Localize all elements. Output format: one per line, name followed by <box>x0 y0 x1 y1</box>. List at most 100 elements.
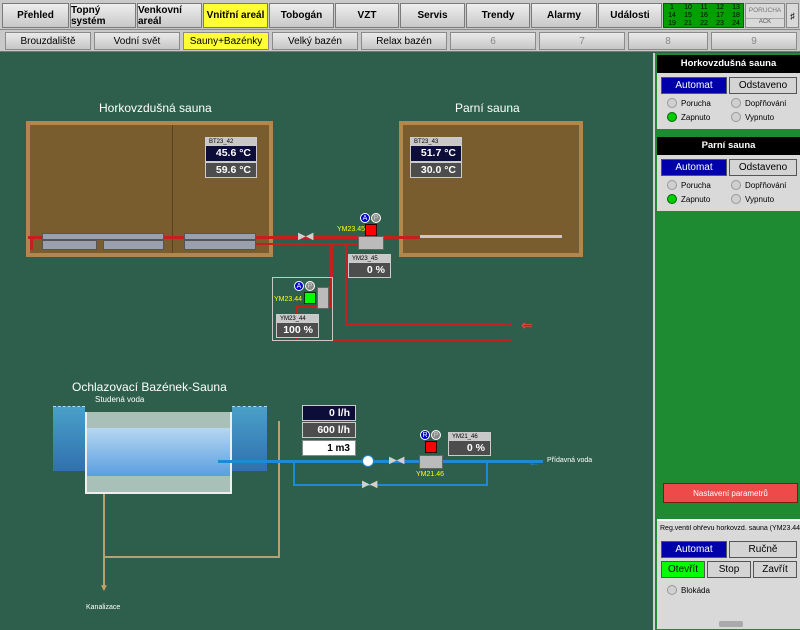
nav-udalosti[interactable]: Události <box>598 3 662 28</box>
nav-vzt[interactable]: VZT <box>335 3 399 28</box>
steam-vypnuto-label: Vypnuto <box>745 195 775 204</box>
scroll-handle[interactable] <box>719 621 743 627</box>
hot-vypnuto-label: Vypnuto <box>745 113 775 122</box>
pipe <box>293 484 487 486</box>
manual-indicator: P <box>305 281 315 291</box>
valve-close-button[interactable]: Zavřít <box>753 561 797 578</box>
alarm-num: 24 <box>732 20 740 27</box>
subnav-relax-bazen[interactable]: Relax bazén <box>361 32 447 50</box>
alarm-num: 1 <box>670 4 674 11</box>
steam-odstaveno-button[interactable]: Odstaveno <box>729 159 797 176</box>
heater-bar <box>184 240 256 250</box>
nav-prehled[interactable]: Přehled <box>2 3 69 28</box>
ack-label: ACK <box>746 18 784 25</box>
top-navigation: Přehled Topný systém Venkovní areál Vnit… <box>0 0 800 30</box>
pipe <box>256 236 420 239</box>
water-meter-icon <box>362 455 374 467</box>
add-water-label: Přídavná voda <box>547 457 593 464</box>
drain-label: Kanalizace <box>86 604 121 611</box>
bt23-42-setpoint[interactable]: 59.6 °C <box>205 162 257 178</box>
pool-title: Ochlazovací Bazének-Sauna <box>72 380 227 394</box>
ym21-46-name: YM21.46 <box>416 471 445 478</box>
nav-alarmy[interactable]: Alarmy <box>531 3 597 28</box>
nav-topny-system[interactable]: Topný systém <box>70 3 136 28</box>
pipe <box>296 306 333 308</box>
ym23-45-value: 0 % <box>348 262 391 278</box>
subnav-9[interactable]: 9 <box>711 32 797 50</box>
blokada-lamp <box>667 585 677 595</box>
steam-sauna-title: Parní sauna <box>455 101 520 115</box>
nav-vnitrni-areal[interactable]: Vnitřní areál <box>203 3 268 28</box>
add-water-arrow-icon: ← <box>528 455 540 469</box>
subnav-velky-bazen[interactable]: Velký bazén <box>272 32 358 50</box>
valve-stop-button[interactable]: Stop <box>707 561 751 578</box>
hot-odstaveno-button[interactable]: Odstaveno <box>729 77 797 94</box>
subnav-vodni-svet[interactable]: Vodní svět <box>94 32 180 50</box>
hot-doplnovani-label: Dopřňování <box>745 99 787 108</box>
alarm-num: 10 <box>684 4 692 11</box>
nav-venkovni-areal[interactable]: Venkovní areál <box>137 3 202 28</box>
manual-indicator: P <box>371 213 381 223</box>
nav-tobogan[interactable]: Tobogán <box>269 3 334 28</box>
hand-valve[interactable]: ▶◀ <box>298 231 314 242</box>
ym23-45-actuator[interactable] <box>365 224 377 236</box>
alarm-num: 11 <box>700 4 708 11</box>
valve-rucne-button[interactable]: Ručně <box>729 541 797 558</box>
porucha-label: PORUCHA <box>748 7 782 14</box>
alarm-num: 15 <box>684 12 692 19</box>
auto-indicator: A <box>360 213 370 223</box>
alarm-num: 21 <box>684 20 692 27</box>
remote-indicator: R <box>420 430 430 440</box>
subnav-sauny-bazenky[interactable]: Sauny+Bazénky <box>183 32 269 50</box>
inflow-arrow-icon: ⇐ <box>521 317 533 333</box>
hand-valve[interactable]: ▶◀ <box>362 479 378 490</box>
heater-bar <box>42 240 97 250</box>
ym23-44-value: 100 % <box>276 322 319 338</box>
steam-automat-button[interactable]: Automat <box>661 159 727 176</box>
alarm-num: 12 <box>716 4 724 11</box>
hot-sauna-panel-title: Horkovzdušná sauna <box>657 55 800 73</box>
valve-automat-button[interactable]: Automat <box>661 541 727 558</box>
flow-setpoint[interactable]: 600 l/h <box>302 422 356 438</box>
right-control-panel: Horkovzdušná sauna Automat Odstaveno Por… <box>653 53 800 630</box>
pipe <box>164 236 184 239</box>
valve-open-button[interactable]: Otevřít <box>661 561 705 578</box>
auto-indicator: A <box>294 281 304 291</box>
speaker-icon[interactable]: ♯ <box>786 3 799 28</box>
pipe <box>28 236 42 239</box>
porucha-ack-button[interactable]: PORUCHA ACK <box>745 3 785 28</box>
volume-counter: 1 m3 <box>302 440 356 456</box>
hot-automat-button[interactable]: Automat <box>661 77 727 94</box>
settings-parameters-button[interactable]: Nastavení parametrů <box>663 483 798 503</box>
ym23-44-actuator[interactable] <box>304 292 316 304</box>
drain-arrow-icon: ▼ <box>99 583 109 594</box>
cold-water-label: Studená voda <box>95 395 145 404</box>
subnav-6[interactable]: 6 <box>450 32 536 50</box>
nav-servis[interactable]: Servis <box>400 3 465 28</box>
sub-navigation: Brouzdaliště Vodní svět Sauny+Bazénky Ve… <box>0 30 800 52</box>
sauna-divider <box>172 125 173 253</box>
alarm-number-grid[interactable]: 1 10 11 12 13 14 15 16 17 18 19 21 22 23… <box>663 3 744 28</box>
pipe <box>486 460 488 486</box>
ym21-46-value: 0 % <box>448 440 491 456</box>
ym23-45-name: YM23.45 <box>337 226 366 233</box>
steam-porucha-label: Porucha <box>681 181 711 190</box>
steam-sauna-control-box: Automat Odstaveno Porucha Dopřňování Zap… <box>657 155 800 211</box>
subnav-7[interactable]: 7 <box>539 32 625 50</box>
pipe <box>345 323 511 326</box>
steam-doplnovani-lamp <box>731 180 741 190</box>
heater-bar <box>42 233 164 240</box>
bt23-43-setpoint[interactable]: 30.0 °C <box>410 162 462 178</box>
nav-trendy[interactable]: Trendy <box>466 3 530 28</box>
valve-body <box>419 455 443 469</box>
ym23-44-selected-frame[interactable] <box>272 277 333 341</box>
ym21-46-actuator[interactable] <box>425 441 437 453</box>
subnav-brouzdaliste[interactable]: Brouzdaliště <box>5 32 91 50</box>
hand-valve[interactable]: ▶◀ <box>389 455 405 466</box>
drain-pipe <box>103 556 279 558</box>
bt23-42-temp: 45.6 °C <box>205 145 257 162</box>
valve-control-box: Reg.ventil ohřevu horkovzd. sauna (YM23.… <box>657 519 800 629</box>
steam-porucha-lamp <box>667 180 677 190</box>
subnav-8[interactable]: 8 <box>628 32 708 50</box>
alarm-num: 14 <box>668 12 676 19</box>
